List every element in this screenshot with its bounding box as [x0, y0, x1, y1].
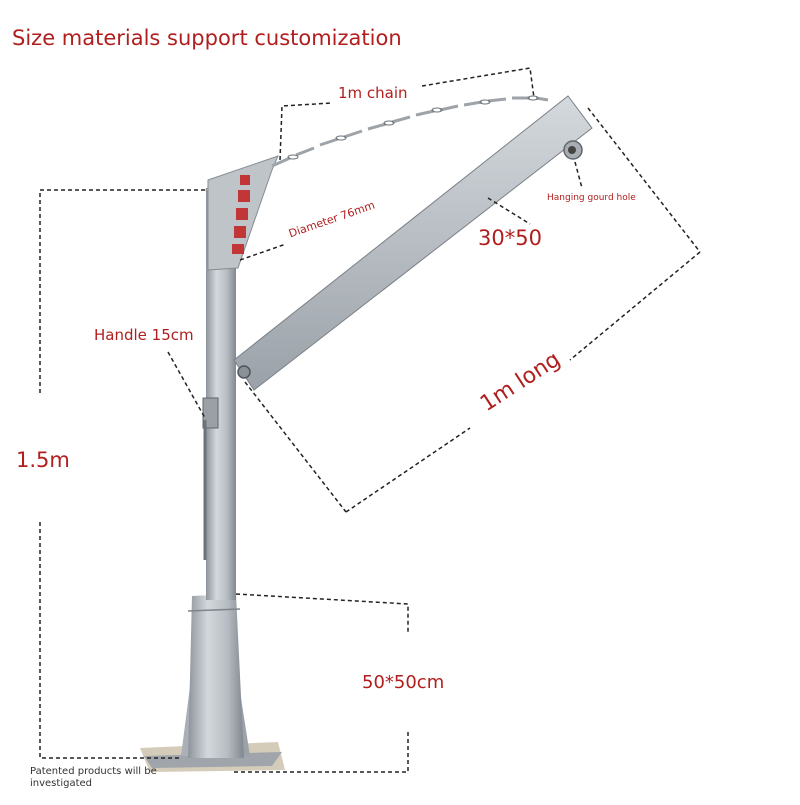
lower-sleeve [188, 594, 244, 758]
headline: Size materials support customization [12, 26, 402, 50]
bracket-marking [232, 175, 250, 254]
patent-note: Patented products will be investigated [30, 766, 157, 789]
chain [271, 96, 549, 168]
handle-label: Handle 15cm [94, 326, 194, 344]
boom-arm [233, 95, 593, 391]
section-size-label: 30*50 [478, 226, 542, 250]
base-size-label: 50*50cm [362, 672, 445, 693]
dimension-lines [39, 67, 701, 773]
chain-links-dark [287, 95, 539, 160]
chain-length-label: 1m chain [338, 84, 408, 102]
height-label: 1.5m [16, 448, 70, 472]
gourd-hole-label: Hanging gourd hole [547, 193, 636, 203]
